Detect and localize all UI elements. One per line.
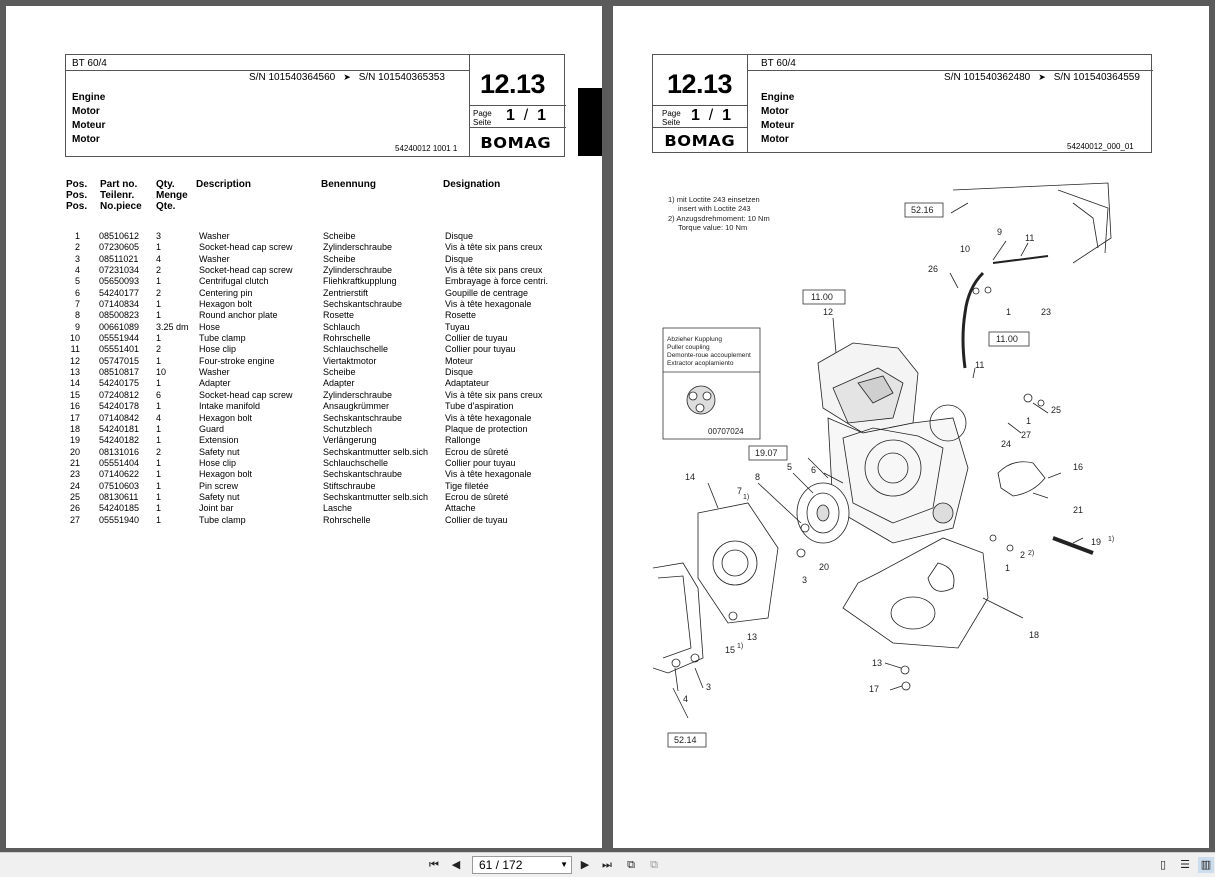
exploded-engine-diagram: 1) mit Loctite 243 einsetzen insert with…: [653, 182, 1114, 748]
callout-label: 11: [1025, 233, 1034, 243]
right-page-of: 1 / 1: [691, 107, 732, 124]
svg-text:Demonte-roue accouplement: Demonte-roue accouplement: [667, 352, 751, 359]
pdf-toolbar: ⏮ ◀ 61 / 172▼ ▶ ⏭ ⧉ ⧉ ▯ ☰ ▥: [0, 852, 1215, 877]
col-head-part: Part no.Teilenr.No.piece: [100, 179, 142, 212]
svg-text:52.14: 52.14: [674, 735, 697, 745]
callout-label: 3: [802, 575, 807, 585]
callout-label: 27: [1021, 430, 1031, 440]
callout-label: 1): [737, 643, 743, 650]
next-page-icon[interactable]: ▶: [580, 859, 590, 871]
rotate-icon[interactable]: ⧉: [627, 859, 635, 871]
left-doc-number: 54240012 1001 1: [395, 144, 458, 153]
callout-label: 24: [1001, 439, 1011, 449]
callout-label: 23: [1041, 307, 1051, 317]
col-head-description: Description: [196, 179, 252, 190]
callout-label: 13: [747, 632, 757, 642]
left-page: BT 60/4 S/N 101540364560➤S/N 10154036535…: [6, 6, 602, 848]
callout-label: 19: [1091, 537, 1101, 547]
callout-label: 7: [737, 486, 742, 496]
callout-label: 14: [685, 472, 695, 482]
arrow-icon: ➤: [343, 72, 351, 82]
callout-label: 9: [997, 227, 1002, 237]
svg-text:11.00: 11.00: [811, 292, 833, 302]
callout-label: 1): [1108, 536, 1114, 543]
left-title-block: BT 60/4 S/N 101540364560➤S/N 10154036535…: [65, 54, 566, 157]
callout-label: 1: [1026, 416, 1031, 426]
left-serial-range: S/N 101540364560➤S/N 101540365353: [249, 72, 445, 83]
svg-text:19.07: 19.07: [755, 448, 778, 458]
facing-icon[interactable]: ▥: [1198, 857, 1214, 873]
right-model: BT 60/4: [761, 58, 796, 69]
callout-label: 10: [960, 244, 970, 254]
right-section-number: 12.13: [667, 69, 733, 99]
callout-label: 25: [1051, 405, 1061, 415]
right-title-block: BT 60/4 S/N 101540362480➤S/N 10154036455…: [652, 54, 1153, 153]
callout-label: 1): [743, 494, 749, 501]
svg-text:52.16: 52.16: [911, 205, 934, 215]
left-bomag-logo: BOMAG: [480, 134, 552, 152]
right-serial-range: S/N 101540362480➤S/N 101540364559: [944, 72, 1140, 83]
col-head-benennung: Benennung: [321, 179, 376, 190]
callout-label: 5: [787, 462, 792, 472]
callout-label: 21: [1073, 505, 1083, 515]
col-head-pos: Pos.Pos.Pos.: [66, 179, 88, 212]
continuous-icon[interactable]: ☰: [1180, 859, 1190, 871]
note-loctite-en: insert with Loctite 243: [678, 204, 751, 213]
callout-label: 2): [1028, 550, 1034, 557]
callout-label: 20: [819, 562, 829, 572]
first-page-icon[interactable]: ⏮: [429, 859, 439, 871]
callout-label: 2: [1020, 550, 1025, 560]
callout-label: 4: [683, 694, 688, 704]
svg-text:Abzieher Kupplung: Abzieher Kupplung: [667, 336, 722, 343]
copy-icon[interactable]: ⧉: [650, 859, 658, 871]
callout-label: 1: [1005, 563, 1010, 573]
arrow-icon: ➤: [1038, 72, 1046, 82]
note-torque-en: Torque value: 10 Nm: [678, 223, 747, 232]
section-tab-marker: [578, 88, 602, 156]
callout-label: 6: [811, 465, 816, 475]
left-model: BT 60/4: [72, 58, 107, 69]
callout-label: 16: [1073, 462, 1083, 472]
callout-label: 1: [1006, 307, 1011, 317]
page-number-input[interactable]: 61 / 172▼: [472, 856, 572, 874]
svg-text:11.00: 11.00: [996, 334, 1018, 344]
right-page: BT 60/4 S/N 101540362480➤S/N 10154036455…: [613, 6, 1209, 848]
callout-label: 17: [869, 684, 879, 694]
callout-label: 11: [975, 360, 984, 370]
right-bomag-logo: BOMAG: [664, 132, 736, 150]
note-loctite: 1) mit Loctite 243 einsetzen: [668, 195, 760, 204]
left-page-of: 1 / 1: [506, 107, 547, 124]
callout-label: 15: [725, 645, 735, 655]
callout-label: 8: [755, 472, 760, 482]
callout-label: 3: [706, 682, 711, 692]
svg-text:Extractor acoplamiento: Extractor acoplamiento: [667, 360, 734, 367]
callout-label: 18: [1029, 630, 1039, 640]
svg-text:Puller coupling: Puller coupling: [667, 344, 710, 351]
inset-code: 00707024: [708, 427, 744, 436]
note-torque: 2) Anzugsdrehmoment: 10 Nm: [668, 214, 770, 223]
right-names: Engine Motor Moteur Motor: [761, 92, 795, 145]
prev-page-icon[interactable]: ◀: [451, 859, 461, 871]
callout-label: 13: [872, 658, 882, 668]
left-names: Engine Motor Moteur Motor: [72, 92, 106, 145]
last-page-icon[interactable]: ⏭: [602, 859, 612, 871]
right-doc-number: 54240012_000_01: [1067, 142, 1134, 151]
single-page-icon[interactable]: ▯: [1159, 859, 1167, 871]
col-head-designation: Designation: [443, 179, 501, 190]
callout-label: 12: [823, 307, 833, 317]
callout-label: 26: [928, 264, 938, 274]
chevron-down-icon[interactable]: ▼: [560, 860, 568, 869]
left-section-number: 12.13: [480, 69, 546, 99]
